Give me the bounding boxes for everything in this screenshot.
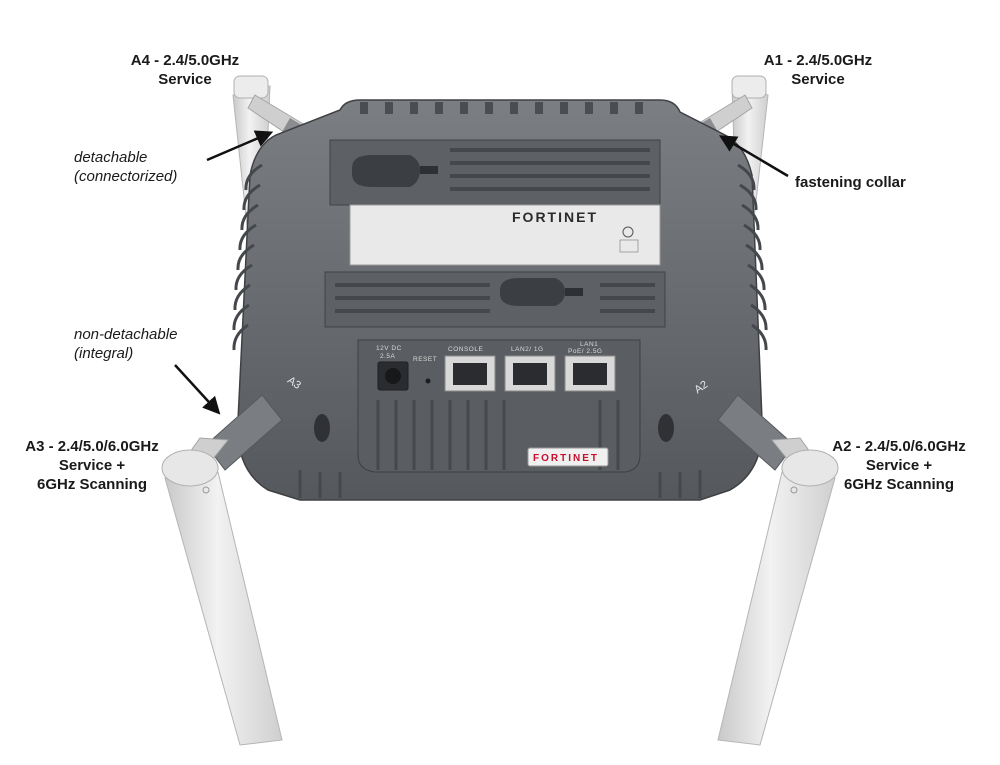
antenna-a2 <box>717 394 839 746</box>
arrow-detachable <box>206 130 274 162</box>
antenna-a3 <box>161 394 283 746</box>
label-plate: FORTINET <box>349 204 661 266</box>
dc-rating-label: 2.5A <box>380 353 396 360</box>
cooling-fins-left <box>232 163 263 351</box>
bottom-fins <box>298 470 702 498</box>
arrow-fastening-collar <box>718 135 789 178</box>
reset-button <box>425 378 431 384</box>
label-detachable: detachable(connectorized) <box>74 149 178 185</box>
brand-badge-text: FORTINET <box>533 453 599 464</box>
lan1-sub-label: PoE/ 2.5G <box>568 348 603 355</box>
mount-bracket-top <box>329 139 661 206</box>
device-housing: FORTINET 12V DC 2.5A RESET CONSO <box>232 99 768 501</box>
side-latch-right <box>658 414 674 442</box>
side-latch-left <box>314 414 330 442</box>
brand-badge <box>527 447 609 467</box>
label-fastening-collar: fastening collar <box>795 174 906 191</box>
lan1-label: LAN1 <box>580 341 598 348</box>
label-plate-brand: FORTINET <box>512 209 598 225</box>
label-non-detachable: non-detachable(integral) <box>74 326 178 362</box>
port-bay: 12V DC 2.5A RESET CONSOLE LAN2/ 1G LAN1 … <box>357 339 641 473</box>
arrow-non-detachable <box>174 364 221 415</box>
cooling-fins-right <box>737 163 768 351</box>
top-vents <box>360 102 643 114</box>
console-label: CONSOLE <box>448 346 483 353</box>
dc-power-label: 12V DC <box>376 345 402 352</box>
lan2-label: LAN2/ 1G <box>511 346 544 353</box>
mount-bracket-bottom <box>324 271 666 328</box>
reset-label: RESET <box>413 356 437 363</box>
